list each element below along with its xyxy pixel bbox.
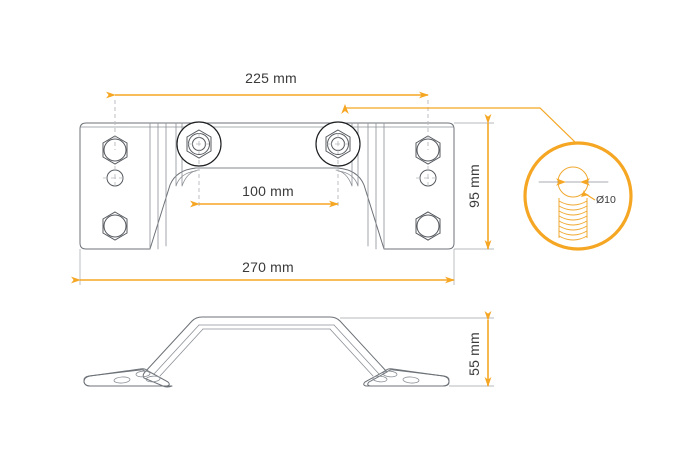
dimension-95mm: 95 mm bbox=[454, 114, 494, 250]
small-hole-right bbox=[416, 166, 440, 190]
slot-hole-left-3 bbox=[145, 375, 161, 383]
dimension-55mm: 55 mm bbox=[340, 311, 494, 387]
dimension-100mm: 100 mm bbox=[190, 160, 339, 208]
hex-nut-right-bottom bbox=[415, 211, 441, 241]
bracket-body-outline bbox=[79, 122, 455, 250]
slot-hole-right-1 bbox=[402, 376, 420, 384]
dimension-label-270: 270 mm bbox=[242, 259, 294, 275]
slot-hole-right-3 bbox=[372, 375, 388, 383]
slot-hole-left-2 bbox=[135, 370, 151, 378]
side-view bbox=[83, 316, 450, 388]
dimension-label-100: 100 mm bbox=[242, 183, 294, 199]
thread-profile bbox=[558, 198, 588, 241]
hex-nut-left-bottom bbox=[102, 211, 128, 241]
detail-diameter-label: Ø10 bbox=[596, 194, 616, 206]
slot-hole-left-1 bbox=[113, 376, 131, 384]
small-hole-left bbox=[103, 166, 127, 190]
dimension-label-95: 95 mm bbox=[466, 164, 482, 208]
center-bolt-right bbox=[315, 121, 361, 167]
foot-plate-right bbox=[363, 368, 450, 387]
dimension-label-225: 225 mm bbox=[245, 70, 297, 86]
left-bend-lines bbox=[149, 122, 199, 250]
center-bolt-left bbox=[176, 121, 222, 167]
detail-boundary-circle bbox=[523, 141, 633, 251]
dimension-label-55: 55 mm bbox=[466, 332, 482, 376]
slot-hole-right-2 bbox=[382, 370, 398, 378]
dimension-270mm: 270 mm bbox=[71, 249, 455, 285]
foot-plate-left bbox=[83, 368, 173, 388]
detail-leader bbox=[341, 104, 576, 143]
detail-view: Ø10 bbox=[523, 141, 633, 251]
